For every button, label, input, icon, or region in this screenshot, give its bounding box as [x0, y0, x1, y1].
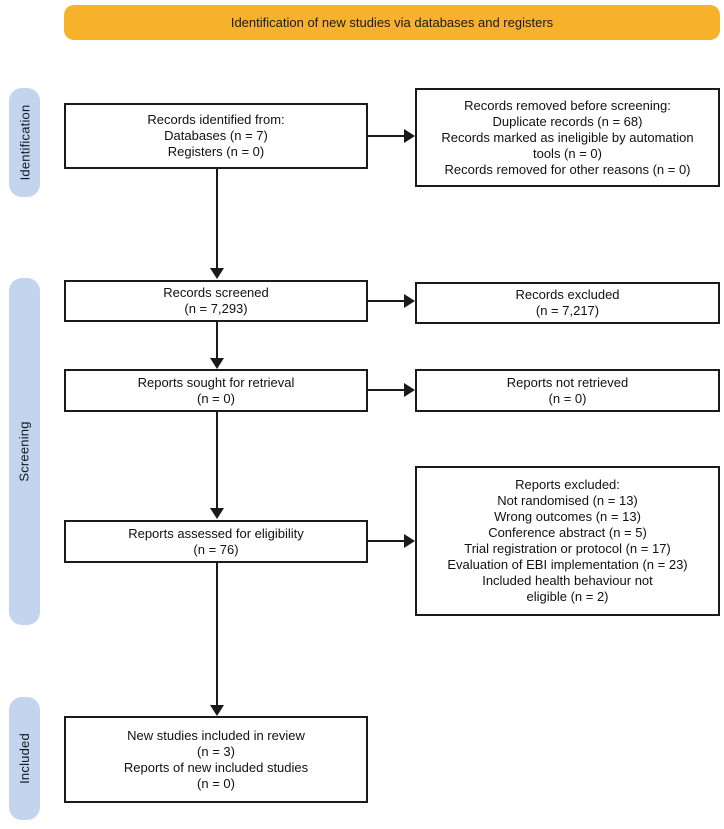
box-reports-excluded: Reports excluded: Not randomised (n = 13… — [415, 466, 720, 616]
stage-bar-identification: Identification — [9, 88, 40, 197]
arrowhead-down-icon — [210, 508, 224, 519]
box-new-studies-included: New studies included in review (n = 3) R… — [64, 716, 368, 803]
arrowhead-down-icon — [210, 268, 224, 279]
box-reports-not-retrieved: Reports not retrieved (n = 0) — [415, 369, 720, 412]
stage-bar-included: Included — [9, 697, 40, 820]
arrow-line — [368, 300, 406, 302]
arrow-line — [216, 322, 218, 358]
arrow-line — [216, 412, 218, 508]
arrowhead-down-icon — [210, 358, 224, 369]
box-records-excluded: Records excluded (n = 7,217) — [415, 282, 720, 324]
stage-label-screening: Screening — [17, 421, 32, 482]
arrowhead-down-icon — [210, 705, 224, 716]
arrowhead-right-icon — [404, 129, 415, 143]
arrow-line — [216, 563, 218, 705]
box-records-identified: Records identified from: Databases (n = … — [64, 103, 368, 169]
arrowhead-right-icon — [404, 383, 415, 397]
stage-bar-screening: Screening — [9, 278, 40, 625]
arrow-line — [368, 389, 406, 391]
arrow-line — [368, 135, 406, 137]
banner-title: Identification of new studies via databa… — [64, 5, 720, 40]
box-records-removed: Records removed before screening: Duplic… — [415, 88, 720, 187]
arrowhead-right-icon — [404, 294, 415, 308]
stage-label-identification: Identification — [17, 104, 33, 181]
arrow-line — [216, 169, 218, 268]
stage-label-included: Included — [17, 733, 32, 784]
box-reports-assessed: Reports assessed for eligibility (n = 76… — [64, 520, 368, 563]
arrow-line — [368, 540, 406, 542]
box-records-screened: Records screened (n = 7,293) — [64, 280, 368, 322]
box-reports-sought: Reports sought for retrieval (n = 0) — [64, 369, 368, 412]
arrowhead-right-icon — [404, 534, 415, 548]
